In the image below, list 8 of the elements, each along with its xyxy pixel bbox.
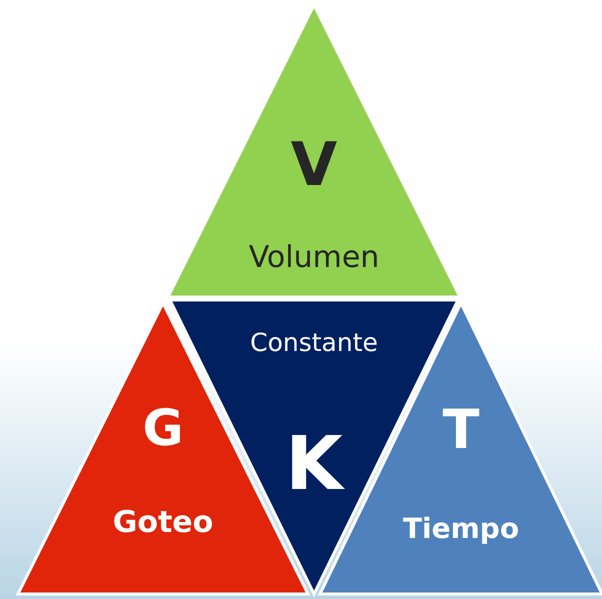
- letter-label: V: [290, 135, 338, 195]
- word-label: Goteo: [112, 508, 214, 538]
- word-label: Constante: [250, 330, 378, 355]
- letter-label: G: [142, 403, 184, 453]
- word-label: Tiempo: [402, 515, 520, 543]
- letter-label: K: [285, 427, 343, 501]
- word-label: Volumen: [248, 243, 380, 273]
- letter-label: T: [442, 403, 480, 457]
